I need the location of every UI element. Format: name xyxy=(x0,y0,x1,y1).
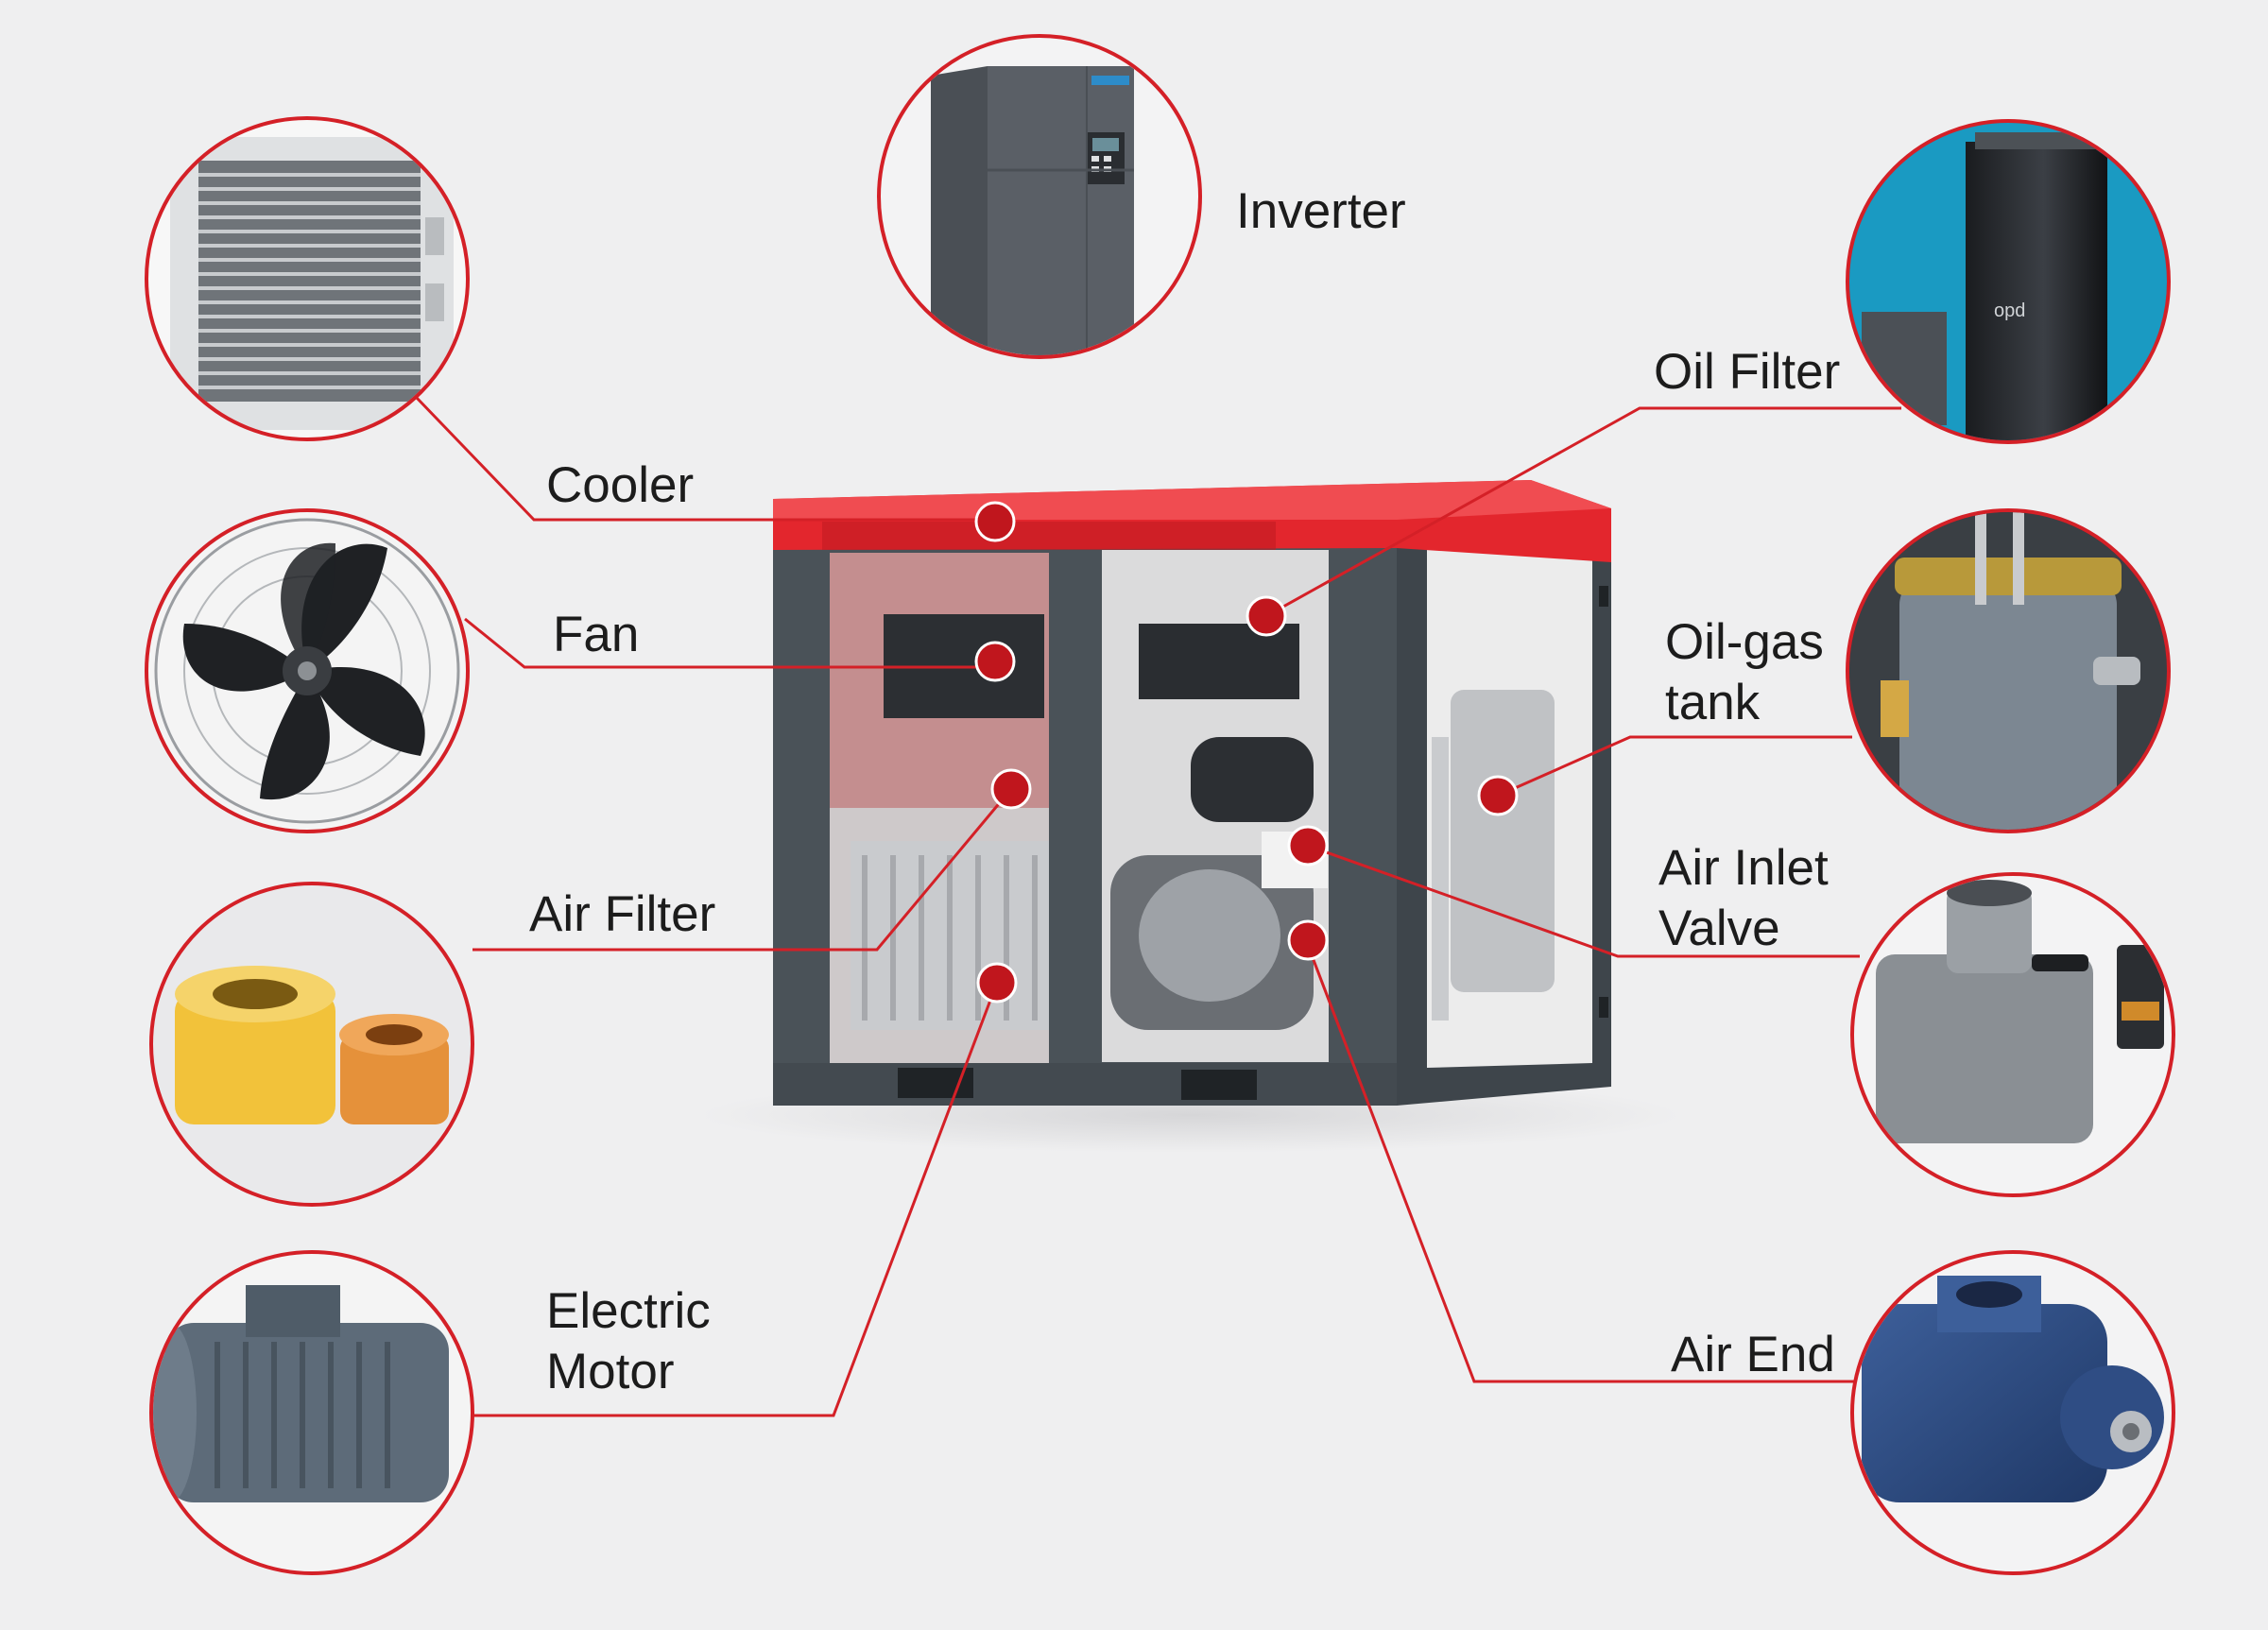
label-air-inlet-valve-line1: Air Inlet xyxy=(1658,840,1829,896)
label-air-inlet-valve-line2: Valve xyxy=(1658,901,1780,956)
leader-air-end xyxy=(1304,939,1854,1383)
marker-fan xyxy=(974,641,1016,682)
marker-oil-filter xyxy=(1246,595,1287,637)
leader-air-filter xyxy=(472,788,1013,952)
marker-air-filter-top xyxy=(990,768,1032,810)
label-electric-motor: Electric Motor xyxy=(546,1281,711,1402)
leader-electric-motor xyxy=(471,982,999,1417)
leader-oil-filter xyxy=(1265,406,1901,618)
marker-air-end xyxy=(1287,919,1329,961)
leader-cooler xyxy=(414,395,994,522)
oil-gas-tank-photo xyxy=(1846,508,2171,833)
label-oil-gas-tank-line1: Oil-gas xyxy=(1665,614,1824,670)
marker-oil-gas-tank xyxy=(1477,775,1519,816)
label-oil-gas-tank: Oil-gas tank xyxy=(1665,612,1824,733)
label-cooler: Cooler xyxy=(546,457,695,513)
leader-air-inlet-valve xyxy=(1307,844,1860,958)
marker-air-inlet-valve xyxy=(1287,825,1329,866)
marker-electric-motor xyxy=(976,962,1018,1004)
label-air-inlet-valve: Air Inlet Valve xyxy=(1658,838,1829,959)
leader-oil-gas-tank xyxy=(1497,735,1852,798)
label-air-filter: Air Filter xyxy=(529,886,716,942)
leader-lines xyxy=(414,395,1901,1417)
label-electric-motor-line2: Motor xyxy=(546,1344,675,1399)
air-filter-photo xyxy=(149,882,474,1207)
fan-photo xyxy=(145,508,470,833)
cooler-photo xyxy=(145,116,470,441)
svg-text:opd: opd xyxy=(1994,300,2025,321)
leader-fan xyxy=(464,617,994,669)
label-fan: Fan xyxy=(553,607,640,662)
marker-cooler xyxy=(974,501,1016,542)
label-oil-gas-tank-line2: tank xyxy=(1665,675,1761,730)
label-electric-motor-line1: Electric xyxy=(546,1283,711,1339)
label-inverter: Inverter xyxy=(1236,183,1406,239)
label-oil-filter: Oil Filter xyxy=(1654,344,1841,400)
electric-motor-photo xyxy=(149,1250,474,1575)
markers xyxy=(974,501,1519,1004)
label-air-end: Air End xyxy=(1671,1327,1835,1382)
air-inlet-valve-photo xyxy=(1850,872,2175,1197)
inverter-photo xyxy=(877,34,1202,359)
oil-filter-photo: opd xyxy=(1846,119,2171,444)
air-end-photo xyxy=(1850,1250,2175,1575)
